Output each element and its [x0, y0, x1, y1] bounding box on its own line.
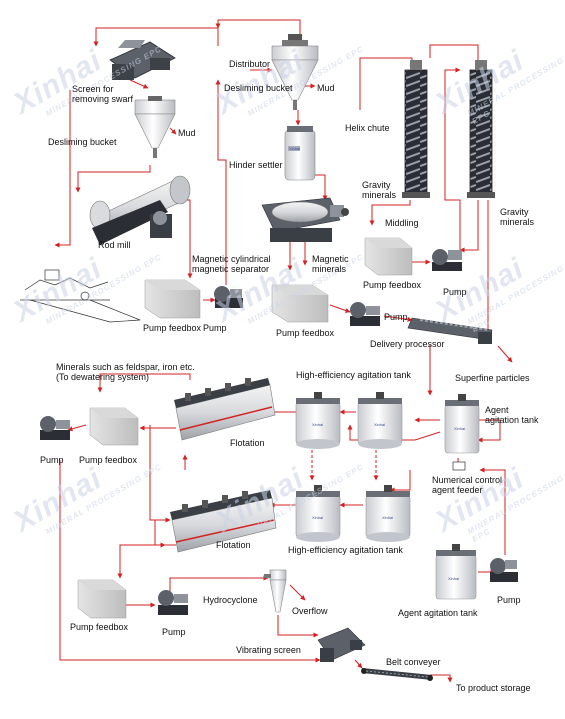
he-agitation-tank-1a — [295, 392, 341, 449]
hinder-settler-machine — [284, 126, 316, 181]
pump-2-machine — [432, 249, 462, 271]
label-belt-conveyer: Belt conveyer — [386, 657, 441, 667]
label-pump-5: Pump — [162, 627, 186, 637]
pump-4-machine — [40, 416, 70, 440]
he-agitation-tank-2b — [365, 485, 411, 542]
rod-mill — [89, 175, 191, 245]
tank-plate-4: Xinhai — [382, 515, 393, 520]
tank-plate-2: Xinhai — [374, 422, 385, 427]
tank-plate-5: Xinhai — [454, 426, 465, 431]
he-agitation-tank-1b — [357, 392, 403, 449]
pump-3-machine — [350, 302, 380, 326]
pump-feedbox-4 — [89, 407, 139, 446]
label-minerals-feldspar: Minerals such as feldspar, iron etc. (To… — [56, 362, 195, 382]
label-magnetic-separator: Magnetic cylindrical magnetic separator — [192, 254, 271, 274]
label-delivery-processor: Delivery processor — [370, 339, 445, 349]
vibrating-screen-machine — [317, 627, 366, 662]
label-he-agitation-tank-1: High-efficiency agitation tank — [296, 370, 411, 380]
screen-swarf-machine — [109, 40, 176, 80]
label-desliming-bucket-1: Desliming bucket — [48, 137, 117, 147]
pump-6-machine — [490, 558, 518, 582]
label-he-agitation-tank-2: High-efficiency agitation tank — [288, 545, 403, 555]
label-helix-chute: Helix chute — [345, 123, 390, 133]
label-product-storage: To product storage — [456, 683, 531, 693]
label-pump-feedbox-1: Pump feedbox — [143, 323, 202, 333]
tank-plate-1: Xinhai — [312, 422, 323, 427]
helix-chute-2 — [467, 60, 495, 198]
label-hydrocyclone: Hydrocyclone — [203, 595, 258, 605]
magnetic-separator-machine — [261, 197, 349, 242]
label-pump-3: Pump — [384, 312, 408, 322]
helix-chute-1 — [402, 60, 430, 198]
tank-plate-7: Xinhai — [289, 146, 300, 151]
label-middling: Middling — [385, 218, 419, 228]
tank-plates: Xinhai Xinhai Xinhai Xinhai Xinhai Xinha… — [289, 146, 465, 581]
label-agent-agitation-tank-2: Agent agitation tank — [398, 608, 478, 618]
flotation-1-machine — [174, 378, 276, 441]
label-pump-feedbox-3: Pump feedbox — [363, 280, 422, 290]
label-gravity-minerals-1: Gravity minerals — [362, 180, 397, 200]
label-pump-6: Pump — [497, 595, 521, 605]
label-screen-swarf: Screen for removing swarf — [72, 84, 134, 104]
label-mud-1: Mud — [178, 128, 196, 138]
label-flotation-1: Flotation — [230, 438, 265, 448]
distributor-desliming-bucket-2 — [271, 34, 319, 110]
label-pump-2: Pump — [443, 287, 467, 297]
label-flotation-2: Flotation — [216, 540, 251, 550]
pump-feedbox-2 — [271, 284, 329, 323]
label-pump-feedbox-4: Pump feedbox — [79, 455, 138, 465]
label-magnetic-minerals: Magnetic minerals — [312, 254, 349, 274]
label-agent-agitation-tank-1: Agent agitation tank — [485, 405, 539, 425]
label-hinder-settler: Hinder settler — [229, 160, 283, 170]
desliming-bucket-1 — [134, 96, 176, 158]
label-mud-2: Mud — [317, 83, 335, 93]
label-overflow: Overflow — [292, 606, 328, 616]
pump-feedbox-3 — [364, 237, 413, 276]
label-gravity-minerals-2: Gravity minerals — [500, 207, 535, 227]
pump-feedbox-1 — [144, 279, 201, 319]
agent-agitation-tank-1-machine — [444, 394, 480, 454]
flotation-2-machine — [170, 490, 277, 553]
tank-plate-6: Xinhai — [448, 576, 459, 581]
label-vibrating-screen: Vibrating screen — [236, 645, 301, 655]
label-superfine-particles: Superfine particles — [455, 373, 530, 383]
label-pump-feedbox-5: Pump feedbox — [70, 622, 129, 632]
label-distributor: Distributor — [229, 59, 271, 69]
pump-feedbox-5 — [77, 579, 127, 619]
agent-agitation-tank-2-machine — [435, 544, 477, 600]
belt-conveyer-machine — [361, 668, 433, 681]
pump-5-machine — [158, 590, 188, 615]
label-pump-feedbox-2: Pump feedbox — [276, 328, 335, 338]
water-source-sketch — [20, 269, 141, 323]
label-pump-1: Pump — [203, 323, 227, 333]
pump-1-machine — [214, 286, 243, 308]
numerical-control-feeder — [452, 461, 466, 471]
he-agitation-tank-2a — [295, 485, 341, 542]
hydrocyclone-machine — [264, 569, 287, 613]
label-numerical-control: Numerical control agent feeder — [432, 475, 503, 495]
tank-plate-3: Xinhai — [312, 515, 323, 520]
label-pump-4: Pump — [40, 455, 64, 465]
delivery-processor-machine — [407, 317, 493, 344]
label-desliming-bucket-2: Desliming bucket — [224, 83, 293, 93]
label-rod-mill: Rod mill — [98, 240, 131, 250]
